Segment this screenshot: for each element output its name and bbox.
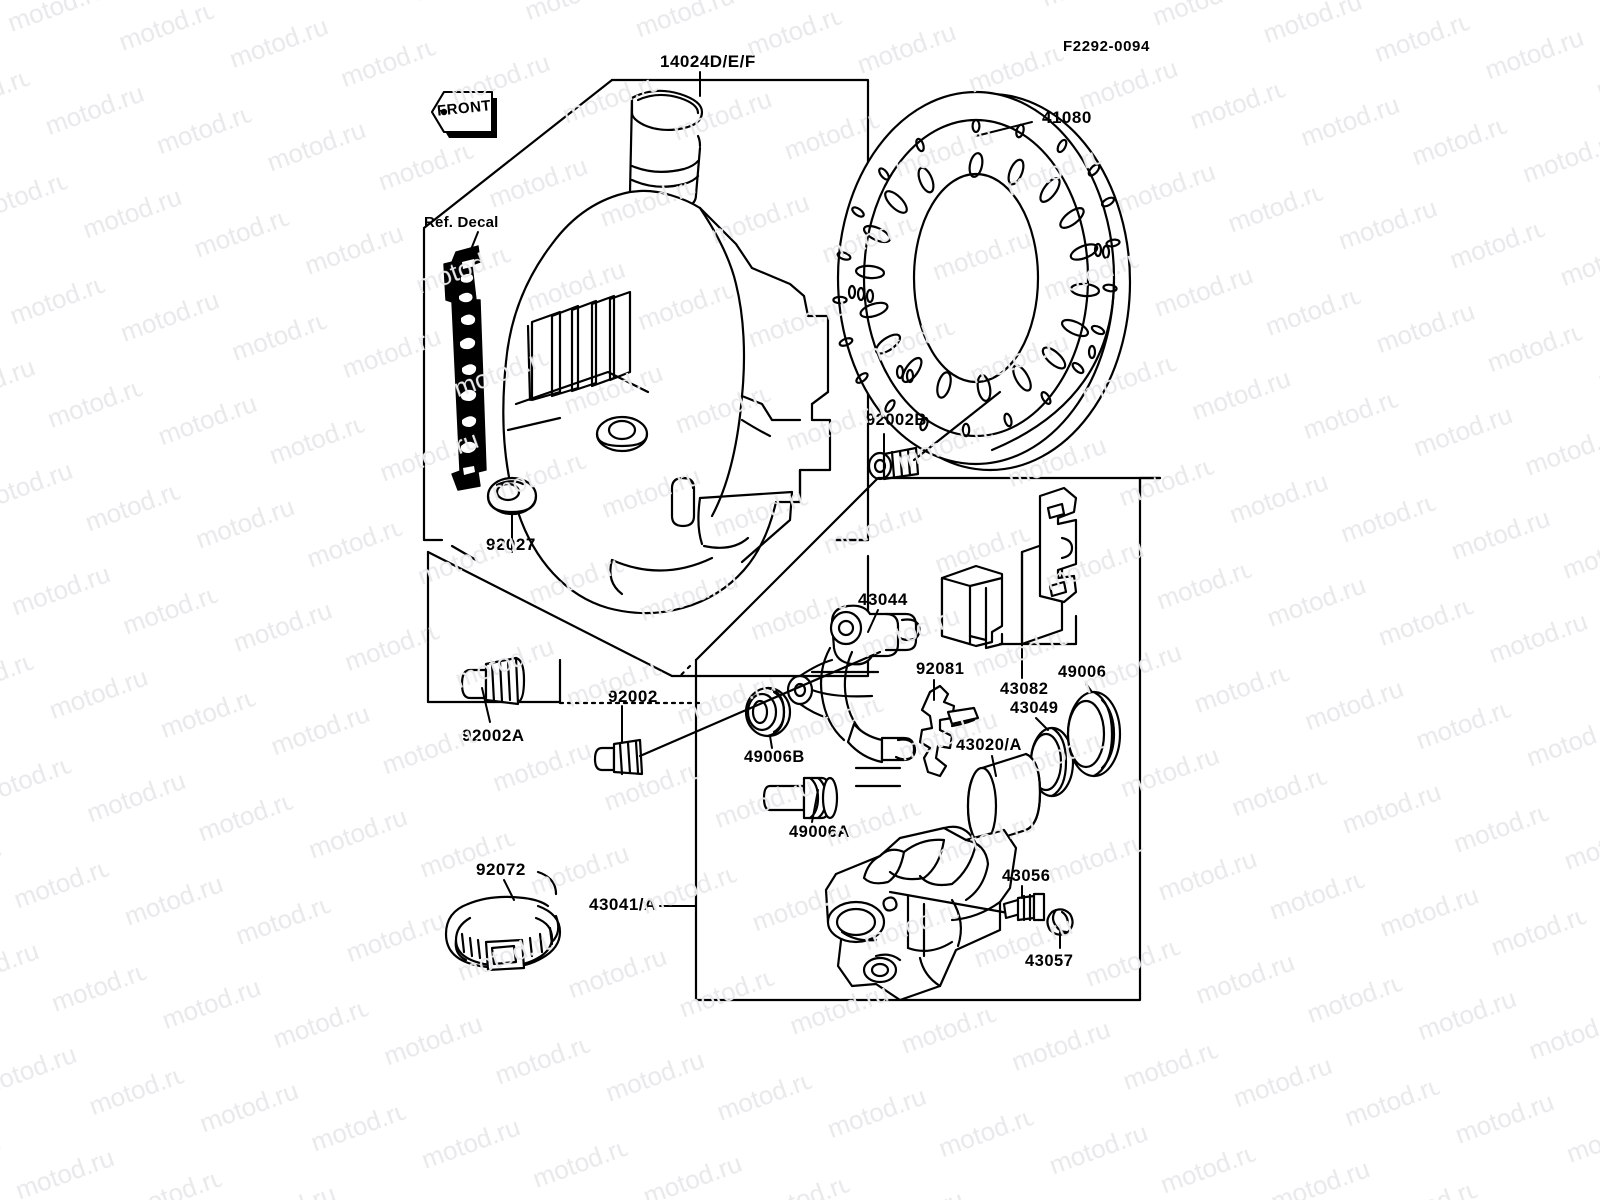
callout-43020A: 43020/A (956, 736, 1022, 754)
callout-92002: 92002 (608, 687, 658, 706)
callout-92072: 92072 (476, 860, 526, 879)
dust-seal-49006 (1066, 690, 1122, 778)
callout-92081: 92081 (916, 660, 965, 678)
caliper-box-dash (678, 664, 692, 678)
callout-43041A: 43041/A (589, 895, 657, 914)
callout-49006: 49006 (1058, 663, 1107, 681)
callout-43049: 43049 (1010, 699, 1059, 717)
diagram-code: F2292-0094 (1063, 38, 1150, 55)
callout-43056: 43056 (1002, 867, 1051, 885)
callout-49006A: 49006A (789, 823, 850, 841)
callout-14024: 14024D/E/F (660, 52, 756, 71)
brake-pads-43082 (940, 486, 1078, 650)
hose-clamp-92072 (444, 870, 562, 972)
ref-decal-label: Ref. Decal (424, 214, 499, 231)
caliper-holder-43044 (786, 604, 921, 788)
bleed-valve-43056 (1002, 892, 1046, 922)
bolt-92002B (867, 446, 920, 481)
callout-43082: 43082 (1000, 680, 1049, 698)
callout-41080: 41080 (1042, 108, 1092, 127)
boot-49006B (744, 686, 792, 738)
pad-spring-92081 (918, 684, 980, 778)
callout-49006B: 49006B (744, 748, 805, 766)
callout-43044: 43044 (858, 590, 908, 609)
bolt-92002 (593, 738, 644, 776)
slide-pin-49006A (762, 776, 839, 820)
callout-92002A: 92002A (462, 726, 525, 745)
bolt-92002A (460, 656, 526, 706)
callout-43057: 43057 (1025, 952, 1074, 970)
callout-92027: 92027 (486, 535, 536, 554)
kawasaki-decal (443, 245, 487, 491)
bleed-cap-43057 (1046, 908, 1074, 936)
air-cleaner-cover-part (502, 89, 832, 615)
grommet-92027 (486, 476, 538, 516)
caliper-body-43041 (824, 825, 1018, 1002)
callout-92002B: 92002B (866, 411, 927, 429)
